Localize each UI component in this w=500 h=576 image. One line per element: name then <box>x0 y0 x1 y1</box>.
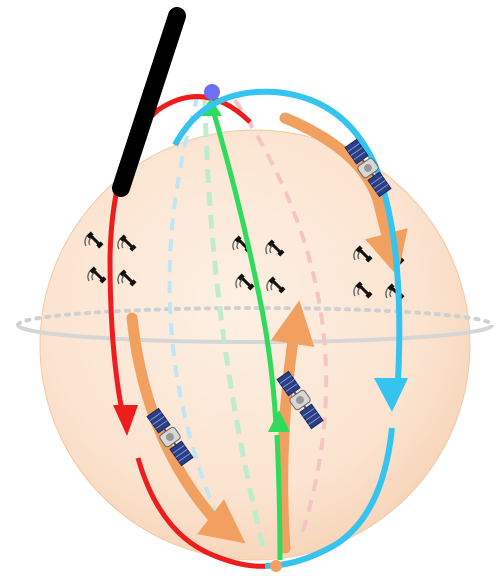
orbit-red-arrowhead <box>113 405 138 436</box>
orbit-blue-back <box>167 94 232 546</box>
equator-front <box>16 324 494 344</box>
orbit-green-back <box>202 99 268 556</box>
trajectory-arrow-right <box>279 112 408 277</box>
orbit-blue-front <box>172 88 403 381</box>
orbit-red-front-lower <box>135 457 269 569</box>
trajectory-arrow-center <box>270 300 315 554</box>
south-pole-marker <box>270 560 282 572</box>
orbit-green-arrowhead-bottom <box>268 410 290 432</box>
orbit-red-back <box>233 98 329 541</box>
antenna-mast-icon <box>112 7 186 197</box>
globe <box>39 129 471 561</box>
orbit-blue-front-lower <box>264 427 395 569</box>
pole-marker-icon <box>204 84 220 100</box>
orbit-green-front-lower <box>274 434 283 561</box>
orbit-green-front <box>210 109 279 426</box>
equator-back <box>16 306 494 327</box>
orbit-blue-arrowhead <box>374 378 408 412</box>
